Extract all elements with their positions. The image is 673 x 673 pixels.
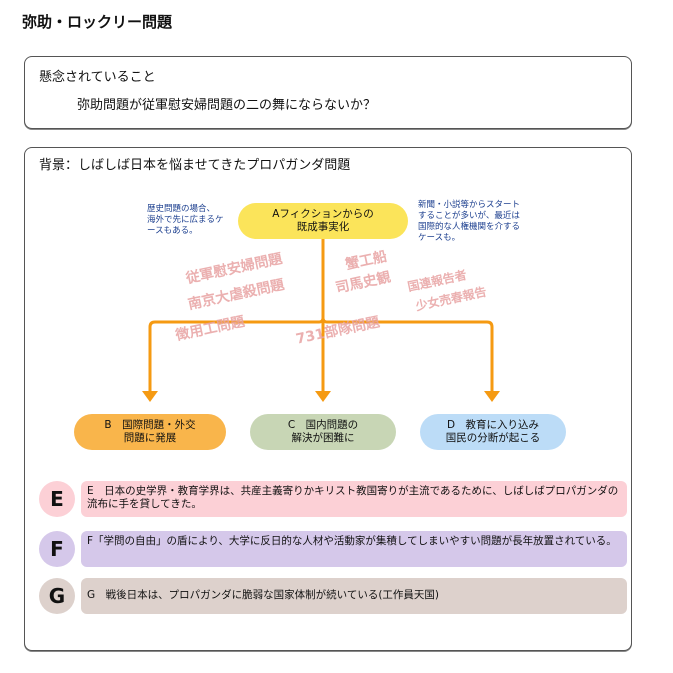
background-heading: 背景：しばしば日本を悩ませてきたプロパガンダ問題 <box>39 158 351 173</box>
note-left-line: 海外で先に広まるケ <box>147 215 224 225</box>
note-right-line: 国際的な人権機関を介する <box>418 222 521 232</box>
row-e-text: E 日本の史学界・教育学界は、共産主義寄りかキリスト教国寄りが主流であるために、… <box>81 481 627 517</box>
node-c-line: 解決が困難に <box>291 432 355 444</box>
row-e-badge: E <box>39 481 75 517</box>
arrow-to-d <box>321 317 494 393</box>
note-left: 歴史問題の場合、 海外で先に広まるケ ースもある。 <box>147 204 224 237</box>
concern-question: 弥助問題が従軍慰安婦問題の二の舞にならないか？ <box>77 98 377 113</box>
node-b-line: 問題に発展 <box>123 432 177 444</box>
row-g-text: G 戦後日本は、プロパガンダに脆弱な国家体制が続いている(工作員天国) <box>81 578 627 614</box>
row-e: E E 日本の史学界・教育学界は、共産主義寄りかキリスト教国寄りが主流であるため… <box>39 481 627 519</box>
node-b-line: B 国際問題・外交 <box>104 419 196 431</box>
note-left-line: ースもある。 <box>147 226 198 236</box>
arrowhead-b <box>142 391 158 402</box>
node-a-line: Aフィクションからの <box>272 208 374 220</box>
concern-heading: 懸念されていること <box>39 70 156 85</box>
node-c: C 国内問題の解決が困難に <box>250 414 396 450</box>
background-panel: 背景：しばしば日本を悩ませてきたプロパガンダ問題 歴史問題の場合、 海外で先に広… <box>24 147 632 651</box>
row-g-badge: G <box>39 578 75 614</box>
node-a-line: 既成事実化 <box>296 221 350 233</box>
row-f-badge: F <box>39 531 75 567</box>
row-f-text: F「学問の自由」の盾により、大学に反日的な人材や活動家が集積してしまいやすい問題… <box>81 531 627 567</box>
node-d-line: D 教育に入り込み <box>446 419 540 431</box>
row-g: G G 戦後日本は、プロパガンダに脆弱な国家体制が続いている(工作員天国) <box>39 578 627 616</box>
row-f: F F「学問の自由」の盾により、大学に反日的な人材や活動家が集積してしまいやすい… <box>39 531 627 569</box>
note-right: 新聞・小説等からスタート することが多いが、最近は 国際的な人権機関を介する ケ… <box>418 200 520 244</box>
note-right-line: することが多いが、最近は <box>418 211 520 221</box>
arrowhead-c <box>315 391 331 402</box>
node-c-line: C 国内問題の <box>287 419 359 431</box>
node-b: B 国際問題・外交問題に発展 <box>74 414 226 450</box>
node-a: Aフィクションからの既成事実化 <box>238 203 408 239</box>
arrowhead-d <box>484 391 500 402</box>
node-d-line: 国民の分断が起こる <box>445 432 541 444</box>
note-right-line: 新聞・小説等からスタート <box>418 200 521 210</box>
note-right-line: ケースも。 <box>418 233 461 243</box>
page-title: 弥助・ロックリー問題 <box>22 13 173 31</box>
note-left-line: 歴史問題の場合、 <box>147 204 216 214</box>
concern-panel: 懸念されていること 弥助問題が従軍慰安婦問題の二の舞にならないか？ <box>24 56 632 129</box>
flow-arrows <box>142 238 500 402</box>
node-d: D 教育に入り込み国民の分断が起こる <box>420 414 566 450</box>
